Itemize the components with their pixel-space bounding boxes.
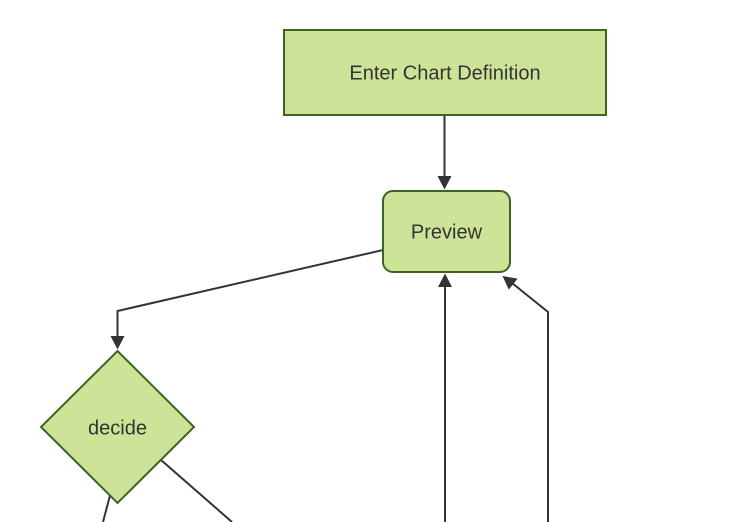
arrowhead-into-preview-corner xyxy=(502,276,518,290)
edge-offscreen-to-preview-bottom xyxy=(438,273,452,522)
preview-label: Preview xyxy=(411,222,483,244)
edge-decide-offscreen-left-line xyxy=(102,495,111,522)
edge-offscreen-to-preview-corner xyxy=(502,276,549,522)
enter-chart-definition-rect xyxy=(283,29,607,116)
edge-decide-to-offscreen-right xyxy=(160,459,233,522)
edge-decide-to-offscreen-left xyxy=(102,495,111,522)
node-decide: decide xyxy=(39,349,196,505)
arrowhead-into-preview-bottom xyxy=(438,273,452,287)
edge-preview-to-decide-line xyxy=(116,249,384,338)
edge-decide-offscreen-right-line xyxy=(160,459,233,522)
edge-return-bent-line xyxy=(511,282,549,522)
decide-diamond xyxy=(39,349,196,505)
node-preview: Preview xyxy=(382,190,511,273)
node-enter-chart-definition: Enter Chart Definition xyxy=(283,29,607,116)
edge-preview-to-decide xyxy=(110,249,384,350)
edge-enter-to-preview xyxy=(437,115,452,190)
preview-rect xyxy=(382,190,511,273)
decide-label: decide xyxy=(88,418,147,440)
enter-chart-definition-label: Enter Chart Definition xyxy=(349,63,540,85)
arrowhead-into-preview-top xyxy=(437,176,452,190)
arrowhead-into-decide-top xyxy=(110,336,125,350)
